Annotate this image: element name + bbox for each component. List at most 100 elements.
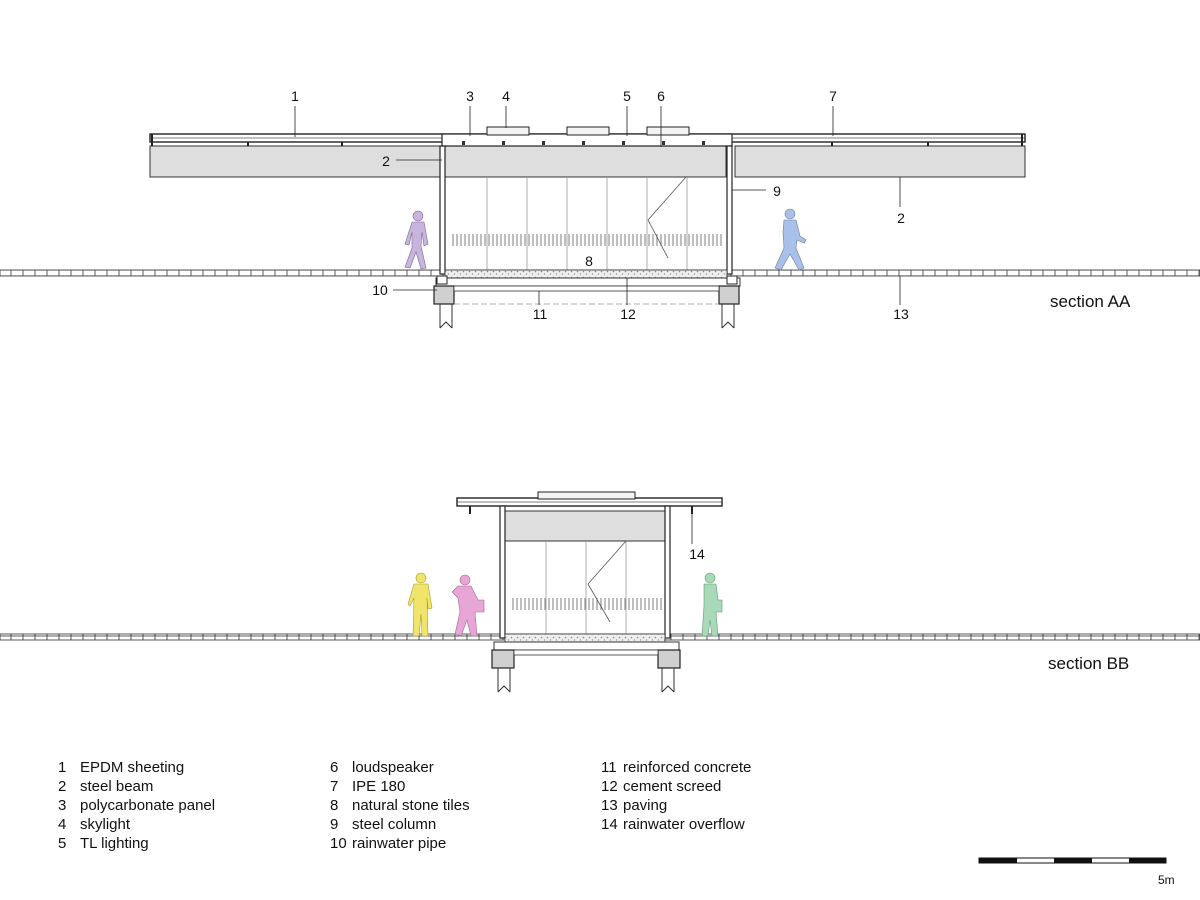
legend-item: 5 TL lighting — [58, 834, 215, 853]
legend-item: 14 rainwater overflow — [601, 815, 751, 834]
legend-label: rainwater overflow — [623, 816, 745, 833]
callout-6: 6 — [657, 88, 665, 104]
callout-8: 8 — [585, 253, 593, 269]
skylight-1 — [486, 126, 530, 136]
glazing-aa — [486, 176, 688, 270]
legend-number: 6 — [330, 759, 339, 776]
legend-item: 11 reinforced concrete — [601, 758, 751, 777]
legend-number: 10 — [330, 835, 347, 852]
person-pink-bb — [451, 574, 485, 637]
glazing-bb — [545, 540, 627, 634]
legend-item: 2 steel beam — [58, 777, 215, 796]
legend-item: 4 skylight — [58, 815, 215, 834]
callout-3: 3 — [466, 88, 474, 104]
legend-label: rainwater pipe — [352, 835, 447, 852]
legend-label: natural stone tiles — [352, 797, 470, 814]
callout-2-left: 2 — [382, 153, 390, 169]
callout-7: 7 — [829, 88, 837, 104]
skylight-3 — [646, 126, 690, 136]
legend-label: steel beam — [80, 778, 154, 795]
skylight-2 — [566, 126, 610, 136]
legend-number: 11 — [601, 759, 617, 776]
central-roof-aa — [441, 133, 733, 147]
stone-tiles-aa — [444, 269, 728, 279]
section-aa: 1 3 4 5 6 7 2 2 9 8 10 11 12 13 section … — [0, 88, 1200, 329]
footing-left-aa — [433, 285, 455, 305]
legend-item: 8 natural stone tiles — [330, 796, 470, 815]
legend-item: 6 loudspeaker — [330, 758, 470, 777]
legend-number: 13 — [601, 797, 618, 814]
legend-label: IPE 180 — [352, 778, 406, 795]
leaders-aa — [294, 106, 901, 305]
legend-label: reinforced concrete — [623, 759, 752, 776]
legend-number: 7 — [330, 778, 339, 795]
skylight-bb — [537, 491, 636, 500]
callout-13: 13 — [893, 306, 909, 322]
legend-label: cement screed — [623, 778, 722, 795]
cement-screed-bb — [493, 641, 680, 651]
person-right-aa — [774, 208, 807, 271]
steel-beam-center — [443, 145, 727, 178]
steel-column-bb-left — [499, 505, 506, 639]
legend-label: paving — [623, 797, 668, 814]
legend-item: 10 rainwater pipe — [330, 834, 470, 853]
section-bb-title: section BB — [1048, 654, 1129, 673]
scale-bar: 5m — [978, 857, 1175, 887]
legend-item: 3 polycarbonate panel — [58, 796, 215, 815]
legend-item: 1 EPDM sheeting — [58, 758, 215, 777]
legend-label: polycarbonate panel — [80, 797, 216, 814]
legend-number: 4 — [58, 816, 67, 833]
legend-item: 12 cement screed — [601, 777, 751, 796]
legend-number: 3 — [58, 797, 67, 814]
legend-column-2: 6 loudspeaker 7 IPE 180 8 natural stone til… — [330, 758, 470, 853]
section-aa-title: section AA — [1050, 292, 1131, 311]
callout-5: 5 — [623, 88, 631, 104]
person-green-bb — [701, 572, 723, 637]
callout-14: 14 — [689, 546, 705, 562]
legend-number: 14 — [601, 816, 618, 833]
callout-2-right: 2 — [897, 210, 905, 226]
legend-number: 1 — [58, 759, 67, 776]
steel-beam-left — [149, 145, 443, 178]
legend-label: loudspeaker — [352, 759, 434, 776]
slab-bb — [513, 649, 659, 656]
callout-1: 1 — [291, 88, 299, 104]
steel-beam-bb — [504, 510, 666, 542]
legend-item: 13 paving — [601, 796, 751, 815]
legend-label: steel column — [352, 816, 437, 833]
callout-4: 4 — [502, 88, 510, 104]
footing-right-bb — [657, 649, 681, 669]
callout-12: 12 — [620, 306, 636, 322]
legend-column-3: 11 reinforced concrete 12 cement screed 13… — [601, 758, 751, 834]
frosted-band-aa — [450, 234, 722, 246]
person-left-aa — [404, 210, 429, 270]
legend-label: EPDM sheeting — [80, 759, 185, 776]
callout-11: 11 — [533, 306, 548, 322]
stone-tiles-bb — [504, 633, 666, 643]
legend-item: 9 steel column — [330, 815, 470, 834]
legend-item: 7 IPE 180 — [330, 777, 470, 796]
steel-column-left — [439, 145, 446, 275]
slab-aa — [453, 285, 720, 292]
person-yellow-bb — [407, 572, 433, 637]
footing-left-bb — [491, 649, 515, 669]
legend-number: 2 — [58, 778, 67, 795]
legend-column-1: 1 EPDM sheeting 2 steel beam 3 polycarbonat… — [58, 758, 215, 853]
callout-10: 10 — [372, 282, 388, 298]
steel-beam-right — [734, 145, 1026, 178]
legend-number: 8 — [330, 797, 339, 814]
steel-column-right — [726, 145, 733, 275]
steel-column-bb-right — [664, 505, 671, 639]
frosted-band-bb — [510, 598, 662, 610]
legend-label: TL lighting — [80, 835, 149, 852]
legend-label: skylight — [80, 816, 131, 833]
legend-number: 12 — [601, 778, 618, 795]
footing-right-aa — [718, 285, 740, 305]
callout-9: 9 — [773, 183, 781, 199]
scale-bar-label: 5m — [1158, 873, 1175, 887]
cement-screed-aa — [435, 277, 741, 287]
legend-number: 5 — [58, 835, 67, 852]
section-bb: 14 section BB — [0, 491, 1200, 693]
legend-number: 9 — [330, 816, 339, 833]
